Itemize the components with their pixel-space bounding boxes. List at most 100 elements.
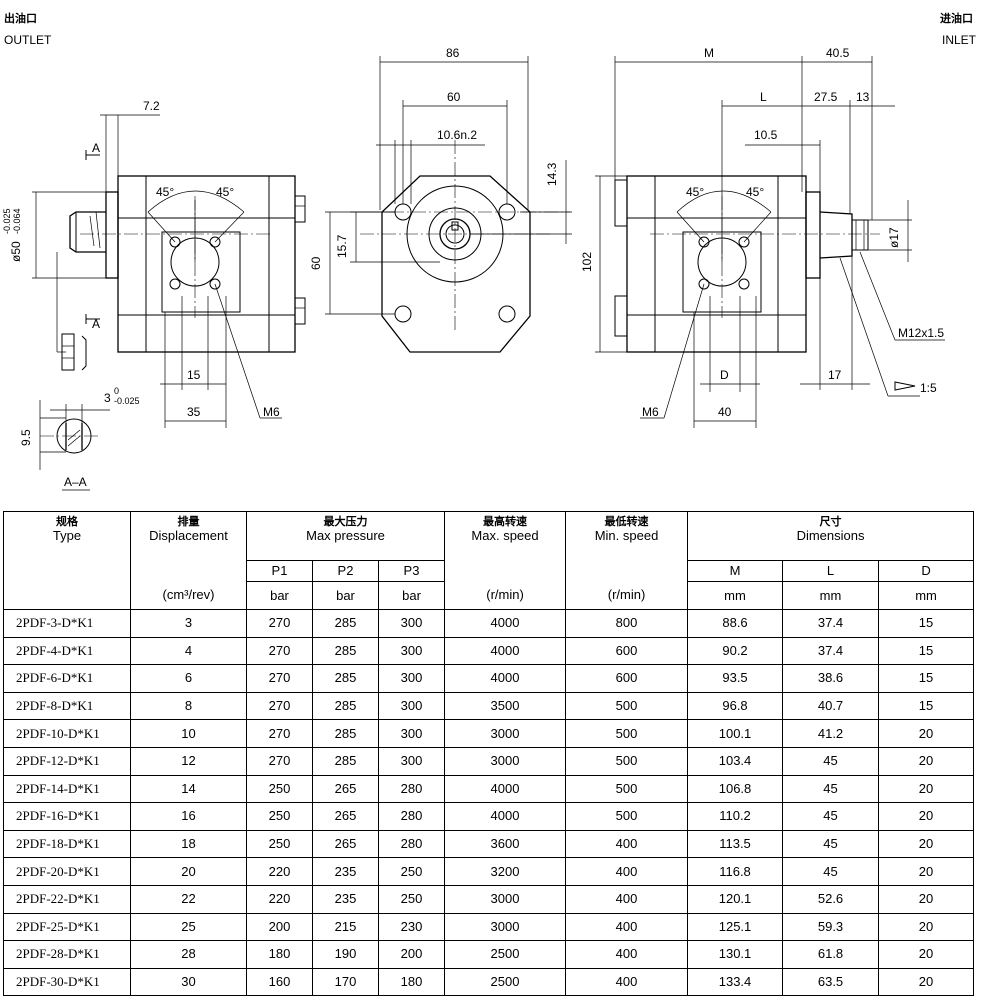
left-view: 45° 45° 7.2 ø50 -0.025 -0.064 A A 15	[2, 99, 306, 491]
cell-d: 15	[878, 609, 975, 638]
cell-m: 133.4	[687, 967, 784, 997]
cell-min-speed: 600	[565, 636, 689, 666]
dim-35: 35	[187, 405, 201, 419]
header-min-speed: 最低转速 Min. speed	[565, 511, 689, 582]
cell-p3: 300	[377, 664, 446, 693]
cell-d: 20	[878, 774, 975, 804]
angle-45-right-a: 45°	[686, 185, 704, 199]
cell-min-speed: 500	[565, 802, 689, 831]
label-m6-left: M6	[263, 405, 280, 419]
cell-p2: 215	[312, 912, 379, 942]
cell-type: 2PDF-8-D*K1	[3, 691, 131, 721]
cell-displacement: 28	[130, 940, 247, 969]
cell-max-speed: 3000	[444, 912, 567, 942]
cell-p1: 270	[246, 691, 313, 721]
cell-p1: 250	[246, 774, 313, 804]
technical-drawing: 出油口 OUTLET 进油口 INLET 45	[2, 11, 977, 491]
cell-min-speed: 400	[565, 884, 689, 914]
cell-m: 113.5	[687, 829, 784, 859]
dim-7-2: 7.2	[143, 99, 160, 113]
cell-m: 125.1	[687, 912, 784, 942]
dim-17: 17	[828, 368, 842, 382]
cell-p2: 265	[312, 774, 379, 804]
cell-p3: 180	[377, 967, 446, 997]
cell-m: 90.2	[687, 636, 784, 666]
cell-l: 52.6	[782, 884, 880, 914]
label-m12: M12x1.5	[898, 326, 944, 340]
cell-p2: 170	[312, 967, 379, 997]
cell-max-speed: 4000	[444, 802, 567, 831]
spec-table: 规格 Type 排量 Displacement 最大压力 Max pressur…	[3, 511, 975, 997]
unit-max-speed: (r/min)	[444, 581, 567, 610]
cell-p1: 270	[246, 746, 313, 776]
cell-p2: 285	[312, 636, 379, 666]
dim-27-5: 27.5	[814, 90, 838, 104]
cell-d: 20	[878, 746, 975, 776]
dim-15: 15	[187, 368, 201, 382]
dim-102: 102	[580, 252, 594, 272]
header-d: D	[878, 560, 975, 582]
header-p2: P2	[312, 560, 379, 582]
cell-displacement: 6	[130, 664, 247, 693]
header-p1: P1	[246, 560, 313, 582]
cell-displacement: 3	[130, 609, 247, 638]
cell-p3: 300	[377, 746, 446, 776]
cell-displacement: 20	[130, 857, 247, 886]
cell-max-speed: 3500	[444, 691, 567, 721]
inlet-label-cn: 进油口	[940, 11, 973, 25]
cell-min-speed: 400	[565, 829, 689, 859]
section-mark-a-bottom: A	[92, 317, 100, 331]
cell-m: 130.1	[687, 940, 784, 969]
cell-d: 20	[878, 912, 975, 942]
cell-p3: 200	[377, 940, 446, 969]
dim-15-7: 15.7	[335, 234, 349, 258]
dim-14-3: 14.3	[545, 162, 559, 186]
cell-p1: 250	[246, 802, 313, 831]
outlet-label-en: OUTLET	[4, 33, 52, 47]
cell-l: 61.8	[782, 940, 880, 969]
dim-phi50-tol-top: -0.025	[2, 208, 12, 234]
cell-d: 20	[878, 829, 975, 859]
cell-p3: 300	[377, 691, 446, 721]
cell-max-speed: 2500	[444, 967, 567, 997]
cell-l: 45	[782, 774, 880, 804]
cell-m: 103.4	[687, 746, 784, 776]
cell-p2: 285	[312, 719, 379, 748]
cell-p3: 280	[377, 802, 446, 831]
dim-13: 13	[856, 90, 870, 104]
cell-max-speed: 4000	[444, 636, 567, 666]
cell-displacement: 4	[130, 636, 247, 666]
cell-displacement: 10	[130, 719, 247, 748]
cell-type: 2PDF-4-D*K1	[3, 636, 131, 666]
unit-min-speed: (r/min)	[565, 581, 689, 610]
cell-p3: 250	[377, 857, 446, 886]
cell-type: 2PDF-16-D*K1	[3, 802, 131, 831]
label-taper: 1:5	[920, 381, 937, 395]
cell-p1: 200	[246, 912, 313, 942]
dim-phi50-tol-bot: -0.064	[12, 208, 22, 234]
cell-max-speed: 3200	[444, 857, 567, 886]
cell-p2: 285	[312, 664, 379, 693]
cell-min-speed: 800	[565, 609, 689, 638]
header-m: M	[687, 560, 784, 582]
cell-p3: 300	[377, 609, 446, 638]
cell-d: 20	[878, 857, 975, 886]
cell-min-speed: 400	[565, 940, 689, 969]
cell-max-speed: 4000	[444, 609, 567, 638]
cell-l: 37.4	[782, 609, 880, 638]
cell-m: 96.8	[687, 691, 784, 721]
cell-d: 20	[878, 884, 975, 914]
cell-l: 45	[782, 829, 880, 859]
cell-displacement: 18	[130, 829, 247, 859]
cell-type: 2PDF-18-D*K1	[3, 829, 131, 859]
cell-p2: 265	[312, 802, 379, 831]
header-max-pressure: 最大压力 Max pressure	[245, 511, 446, 561]
inlet-label-en: INLET	[942, 33, 977, 47]
